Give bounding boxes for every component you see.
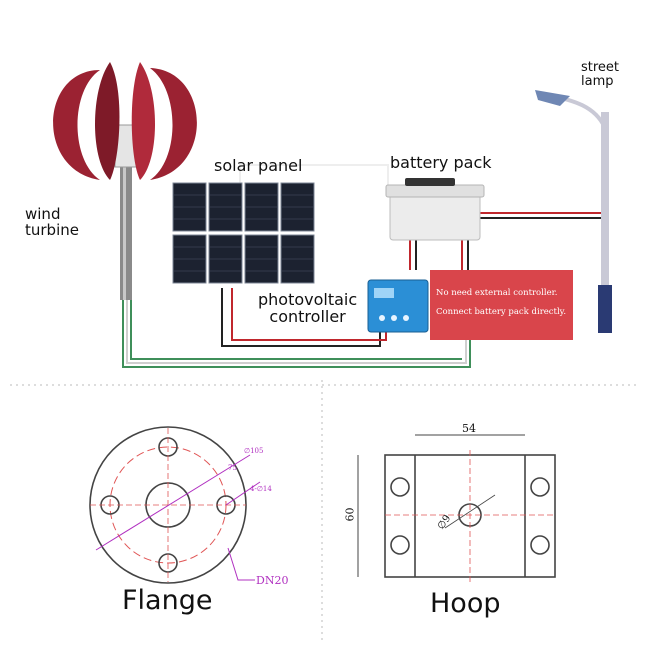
flange-holes-dim: 4-∅14 (250, 485, 272, 493)
battery-pack-drawing (385, 178, 485, 241)
turbine-blade (53, 70, 100, 180)
solar-panel (172, 182, 315, 284)
flange-radius-dim: 75 (228, 464, 237, 472)
note-line-1: No need external controller. (436, 288, 558, 298)
street-lamp-label: street lamp (581, 60, 620, 89)
hoop-drawing (357, 434, 556, 582)
battery-pack-label: battery pack (390, 153, 492, 172)
wiring (122, 164, 602, 368)
wind-turbine (53, 62, 197, 300)
photovoltaic-controller-device (367, 279, 429, 333)
wind-turbine-label: wind turbine (25, 205, 79, 239)
solar-panel-label: solar panel (214, 156, 303, 175)
flange-diameter-dim: ∅105 (244, 447, 264, 455)
hoop-height-dim: 60 (343, 507, 357, 522)
turbine-blade (95, 62, 120, 180)
street-lamp (535, 90, 612, 333)
hoop-title: Hoop (430, 588, 501, 619)
flange-drawing (89, 426, 261, 584)
hoop-width-dim: 54 (462, 422, 476, 435)
flange-title: Flange (122, 585, 213, 616)
turbine-blade (150, 68, 197, 180)
controller-label: photovoltaic controller (258, 290, 358, 326)
controller-note: No need external controller. Connect bat… (430, 270, 573, 340)
turbine-blade (131, 62, 155, 180)
flange-pipe-dim: DN20 (256, 574, 289, 587)
note-line-2: Connect battery pack directly. (436, 307, 567, 317)
